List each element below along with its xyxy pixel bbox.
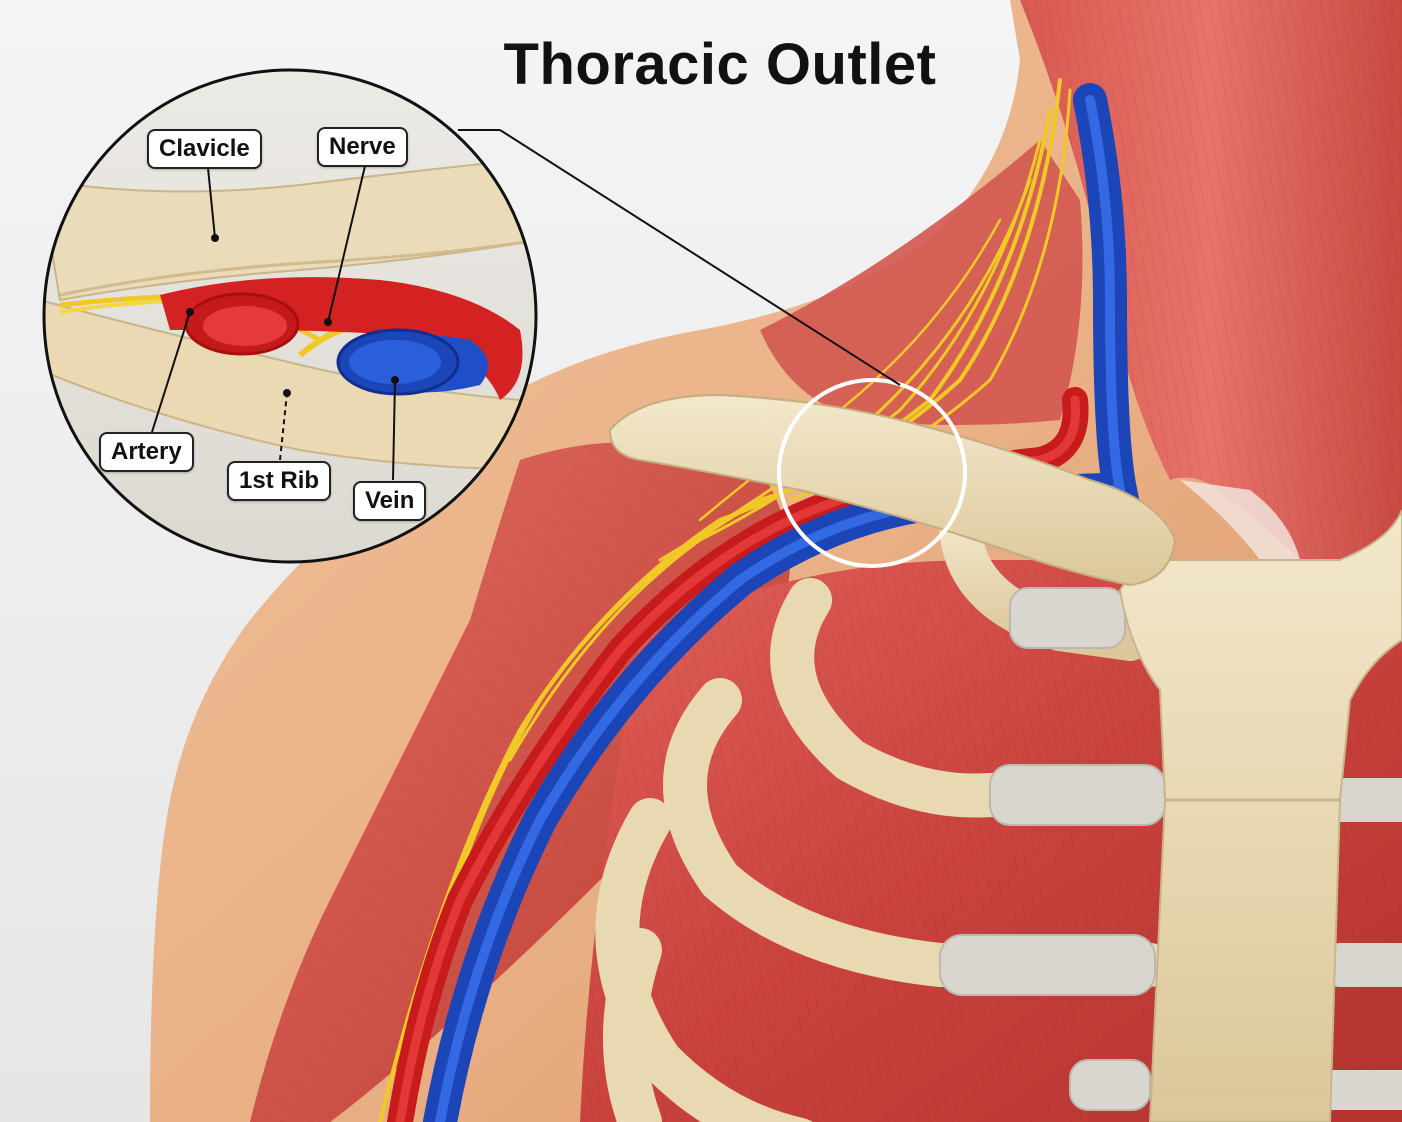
rib-2 [770, 578, 1182, 818]
rib-5 [603, 928, 662, 1122]
clavicle-bone [608, 393, 1177, 587]
rib-3 [663, 678, 1172, 987]
inset-clavicle [44, 158, 536, 302]
label-vein: Vein [353, 481, 427, 521]
label-leaders [151, 165, 399, 481]
label-clavicle: Clavicle [147, 129, 262, 169]
label-artery: Artery [99, 432, 194, 472]
ribcage [595, 499, 1402, 1122]
costal-cartilage [939, 587, 1166, 1111]
focus-circle [777, 378, 967, 568]
trapezius-muscle [760, 140, 1083, 425]
label-nerve: Nerve [317, 127, 408, 167]
connector-line-2 [499, 129, 901, 386]
label-first-rib: 1st Rib [227, 461, 332, 501]
rib-4 [595, 798, 813, 1122]
page-title: Thoracic Outlet [503, 32, 937, 97]
brachial-plexus-nerves [378, 78, 1072, 1122]
